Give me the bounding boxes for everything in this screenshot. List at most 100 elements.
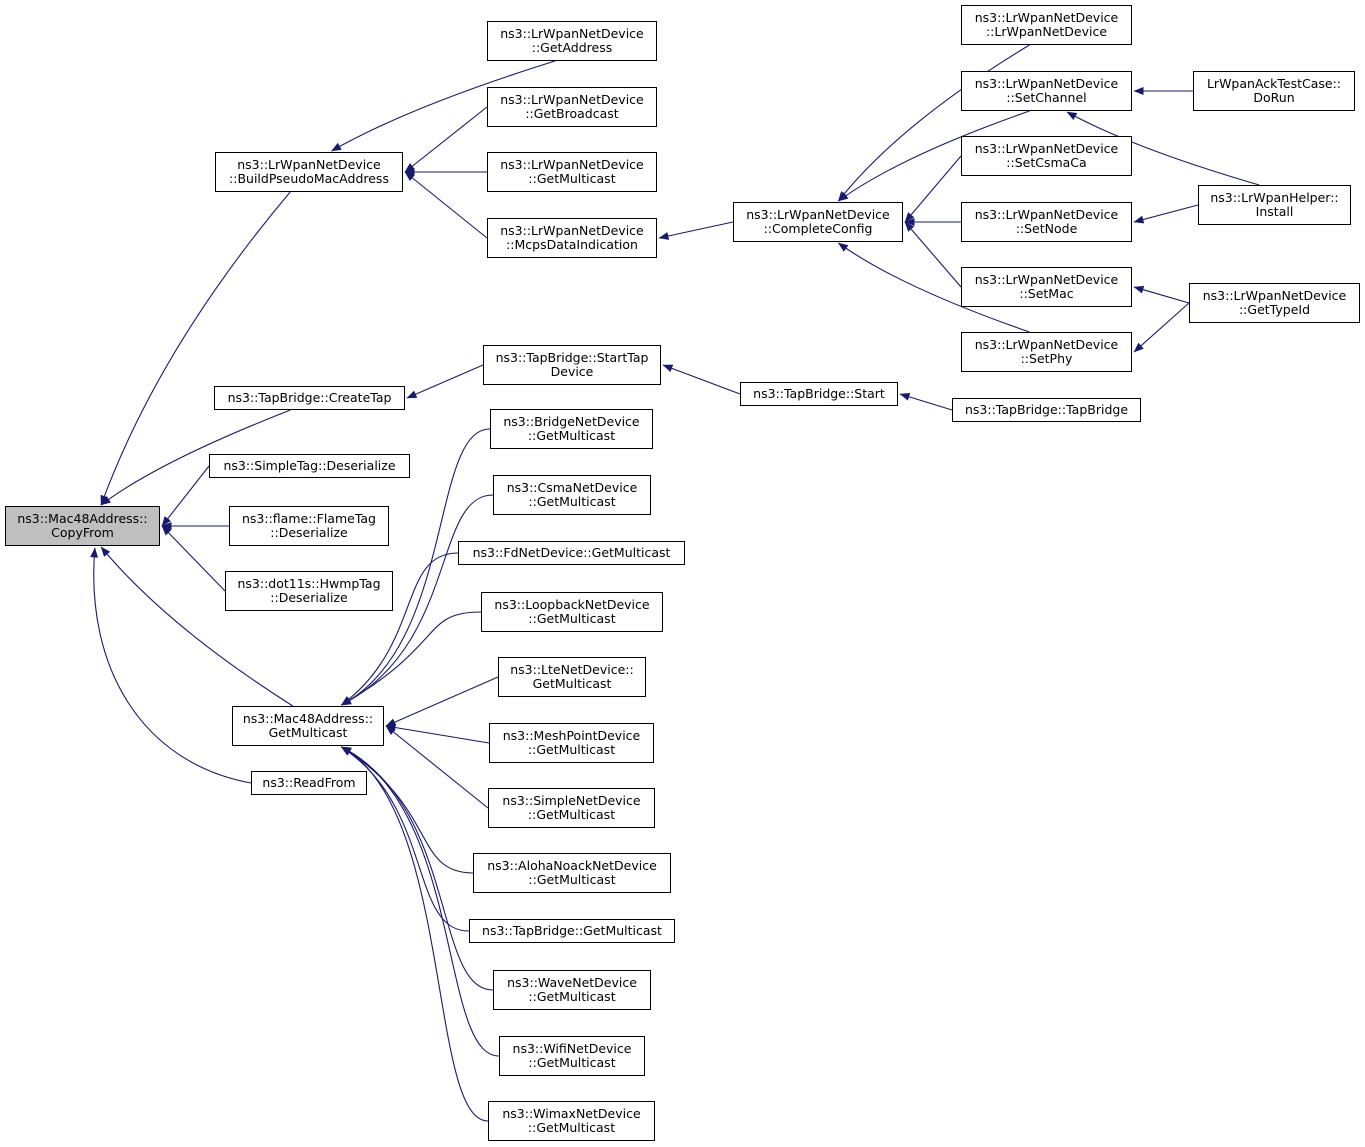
edge-lr_setmac-to-lr_completeconfig xyxy=(904,221,962,288)
node-label-line: DoRun xyxy=(1253,90,1295,105)
node-label-line: ::GetTypeId xyxy=(1238,302,1311,317)
node-label-line: ns3::LoopbackNetDevice xyxy=(494,596,650,612)
node-createtap[interactable]: ns3::TapBridge::CreateTap xyxy=(214,386,405,410)
node-label-line: ::Deserialize xyxy=(270,590,348,605)
node-label-line: ns3::LteNetDevice:: xyxy=(510,661,634,677)
node-label-line: ::GetMulticast xyxy=(528,872,616,887)
edge-createtap-to-copyfrom xyxy=(100,409,291,506)
node-mesh_gm[interactable]: ns3::MeshPointDevice::GetMulticast xyxy=(489,723,654,763)
node-label-line: GetMulticast xyxy=(268,725,348,740)
node-label-line: ns3::LrWpanNetDevice xyxy=(237,156,381,172)
node-helper_install[interactable]: ns3::LrWpanHelper::Install xyxy=(1198,185,1351,225)
node-simple_gm[interactable]: ns3::SimpleNetDevice::GetMulticast xyxy=(488,788,655,828)
edge-lr_setphy-to-lr_completeconfig xyxy=(837,242,1030,333)
edge-bridge_gm-to-macgetmc xyxy=(340,428,491,706)
node-lr_setcsmaca[interactable]: ns3::LrWpanNetDevice::SetCsmaCa xyxy=(961,136,1132,176)
node-label-line: ns3::TapBridge::StartTap xyxy=(495,349,649,365)
node-label-line: ns3::TapBridge::GetMulticast xyxy=(482,922,662,938)
node-hwmptag[interactable]: ns3::dot11s::HwmpTag::Deserialize xyxy=(225,571,393,611)
node-loop_gm[interactable]: ns3::LoopbackNetDevice::GetMulticast xyxy=(481,592,663,632)
node-label-line: ns3::FdNetDevice::GetMulticast xyxy=(472,544,671,560)
node-label-line: ::LrWpanNetDevice xyxy=(985,24,1108,39)
edge-aloha_gm-to-macgetmc xyxy=(341,746,474,874)
node-label-line: ::GetMulticast xyxy=(528,1055,616,1070)
edge-wimax_gm-to-macgetmc xyxy=(341,746,489,1122)
edge-helper_install-to-lr_setnode xyxy=(1133,204,1199,224)
node-lr_setmac[interactable]: ns3::LrWpanNetDevice::SetMac xyxy=(961,267,1132,307)
node-label-line: ::GetBroadcast xyxy=(525,106,619,121)
node-label-line: ns3::LrWpanNetDevice xyxy=(500,91,644,107)
node-csma_gm[interactable]: ns3::CsmaNetDevice::GetMulticast xyxy=(493,475,651,515)
edge-macgetmc-to-copyfrom xyxy=(100,546,294,707)
node-label-line: ns3::ReadFrom xyxy=(262,774,356,790)
node-ack_dorun[interactable]: LrWpanAckTestCase::DoRun xyxy=(1193,71,1355,111)
node-lr_setphy[interactable]: ns3::LrWpanNetDevice::SetPhy xyxy=(961,332,1132,372)
node-wave_gm[interactable]: ns3::WaveNetDevice::GetMulticast xyxy=(493,970,651,1010)
edge-lr_getbroadcast-to-buildpseudo xyxy=(404,106,488,173)
node-lr_getmulticast[interactable]: ns3::LrWpanNetDevice::GetMulticast xyxy=(487,152,657,192)
node-label-line: ::Deserialize xyxy=(270,525,348,540)
node-readfrom[interactable]: ns3::ReadFrom xyxy=(251,771,367,795)
node-label-line: ::SetPhy xyxy=(1020,351,1073,366)
node-macgetmc[interactable]: ns3::Mac48Address::GetMulticast xyxy=(232,706,384,746)
node-label-line: ns3::TapBridge::TapBridge xyxy=(964,401,1129,417)
node-lr_setchannel[interactable]: ns3::LrWpanNetDevice::SetChannel xyxy=(961,71,1132,111)
node-label-line: ns3::SimpleTag::Deserialize xyxy=(223,457,396,473)
node-lr_completeconfig[interactable]: ns3::LrWpanNetDevice::CompleteConfig xyxy=(733,202,903,242)
node-label-line: ns3::LrWpanNetDevice xyxy=(500,222,644,238)
node-lte_gm[interactable]: ns3::LteNetDevice::GetMulticast xyxy=(498,657,646,697)
edge-lr_setchannel-to-lr_completeconfig xyxy=(837,110,1030,202)
node-label-line: ::SetNode xyxy=(1015,221,1078,236)
node-lr_gettypeid[interactable]: ns3::LrWpanNetDevice::GetTypeId xyxy=(1189,283,1360,323)
node-label-line: ns3::LrWpanHelper:: xyxy=(1210,189,1339,205)
node-tb_gm[interactable]: ns3::TapBridge::GetMulticast xyxy=(469,919,675,943)
node-label-line: Device xyxy=(550,364,594,379)
node-label-line: ::GetMulticast xyxy=(527,742,616,757)
node-label-line: ::GetMulticast xyxy=(528,171,616,186)
node-label-line: GetMulticast xyxy=(532,676,612,691)
node-aloha_gm[interactable]: ns3::AlohaNoackNetDevice::GetMulticast xyxy=(473,853,671,893)
node-label-line: ns3::MeshPointDevice xyxy=(502,727,641,743)
node-label-line: ::CompleteConfig xyxy=(763,221,873,236)
node-label-line: ns3::WaveNetDevice xyxy=(507,974,637,990)
edge-lr_gettypeid-to-lr_setmac xyxy=(1133,285,1190,304)
node-label-line: ns3::BridgeNetDevice xyxy=(503,413,640,429)
edge-lr_gettypeid-to-lr_setphy xyxy=(1133,302,1190,353)
node-wimax_gm[interactable]: ns3::WimaxNetDevice::GetMulticast xyxy=(488,1101,655,1141)
node-lr_ctor[interactable]: ns3::LrWpanNetDevice::LrWpanNetDevice xyxy=(961,5,1132,45)
node-label-line: ns3::LrWpanNetDevice xyxy=(974,140,1119,156)
edge-simple_gm-to-macgetmc xyxy=(385,725,489,809)
edge-lte_gm-to-macgetmc xyxy=(385,676,499,727)
node-label-line: CopyFrom xyxy=(51,525,114,540)
node-lr_getbroadcast[interactable]: ns3::LrWpanNetDevice::GetBroadcast xyxy=(487,87,657,127)
node-label-line: ::SetCsmaCa xyxy=(1006,155,1087,170)
node-label-line: LrWpanAckTestCase:: xyxy=(1206,75,1342,91)
node-lr_mcps[interactable]: ns3::LrWpanNetDevice::McpsDataIndication xyxy=(487,218,657,258)
edge-lr_ctor-to-lr_completeconfig xyxy=(837,44,1030,202)
node-label-line: ::McpsDataIndication xyxy=(506,237,638,252)
node-label-line: ::SetChannel xyxy=(1006,90,1087,105)
node-tb_ctor[interactable]: ns3::TapBridge::TapBridge xyxy=(952,398,1141,422)
node-label-line: ::GetMulticast xyxy=(527,807,616,822)
edges xyxy=(90,44,1260,1122)
node-lr_setnode[interactable]: ns3::LrWpanNetDevice::SetNode xyxy=(961,202,1132,242)
node-label-line: ns3::Mac48Address:: xyxy=(17,510,148,526)
node-lr_getaddress[interactable]: ns3::LrWpanNetDevice::GetAddress xyxy=(487,21,657,61)
node-bridge_gm[interactable]: ns3::BridgeNetDevice::GetMulticast xyxy=(490,409,653,449)
node-buildpseudo[interactable]: ns3::LrWpanNetDevice::BuildPseudoMacAddr… xyxy=(215,152,403,192)
node-label-line: ns3::LrWpanNetDevice xyxy=(974,336,1119,352)
edge-lr_setcsmaca-to-lr_completeconfig xyxy=(904,155,962,223)
node-wifi_gm[interactable]: ns3::WifiNetDevice::GetMulticast xyxy=(499,1036,645,1076)
node-label-line: ns3::WifiNetDevice xyxy=(512,1040,632,1056)
node-fd_gm[interactable]: ns3::FdNetDevice::GetMulticast xyxy=(458,541,685,565)
node-label-line: Install xyxy=(1255,204,1294,219)
node-tb_start[interactable]: ns3::TapBridge::Start xyxy=(740,382,898,406)
node-flametag[interactable]: ns3::flame::FlameTag::Deserialize xyxy=(229,506,389,546)
node-label-line: ns3::flame::FlameTag xyxy=(242,510,376,526)
edge-tb_starttap-to-createtap xyxy=(406,364,484,399)
node-simpletag[interactable]: ns3::SimpleTag::Deserialize xyxy=(209,454,410,478)
node-label-line: ::GetAddress xyxy=(531,40,613,55)
node-label-line: ns3::LrWpanNetDevice xyxy=(974,75,1119,91)
